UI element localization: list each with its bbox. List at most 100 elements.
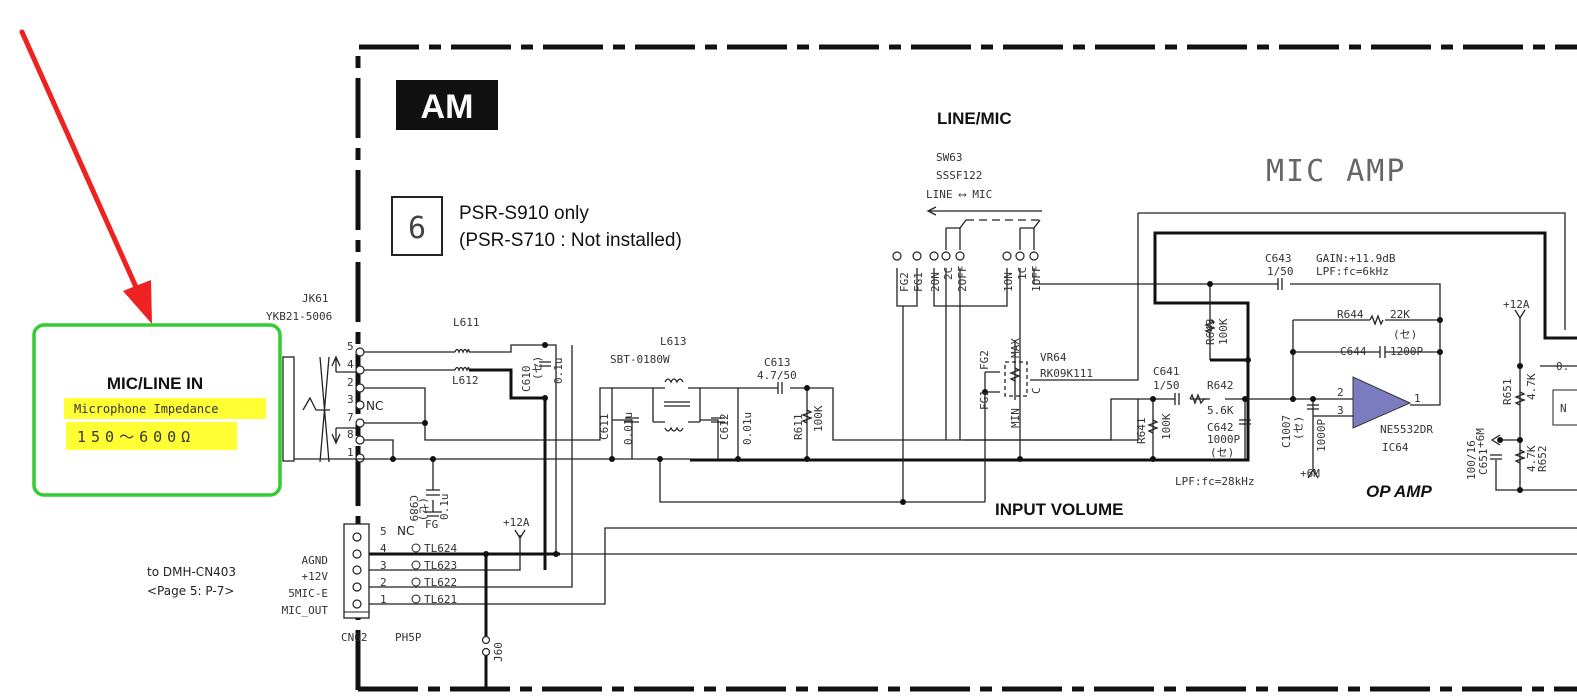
label-components-op_amp: OP AMP: [1366, 482, 1432, 501]
impedance-value-highlight: [66, 422, 237, 450]
label-connector-pins-2-tp: TL623: [424, 559, 457, 572]
label-components-c644_tag: (セ): [1393, 328, 1417, 341]
label-components-ic64_part: NE5532DR: [1380, 423, 1433, 436]
label-connector-ref: CN62: [341, 631, 368, 644]
label-components-c610: C610: [520, 366, 533, 393]
label-components-ic_pin2: 2: [1337, 386, 1344, 399]
label-components-r651: R651: [1501, 379, 1514, 406]
label-components-sw_pins-3: 2C: [942, 267, 955, 280]
label-connector-pins-1-num: 4: [380, 542, 387, 555]
label-connector-pins-0-tp: NC: [397, 524, 414, 538]
label-components-r643_val: 100K: [1217, 318, 1230, 345]
label-components-edge_n: N: [1560, 402, 1567, 415]
label-components-r641: R641: [1135, 418, 1148, 445]
annotation-title: MIC/LINE IN: [107, 374, 203, 393]
label-connector-pins-0-num: 5: [380, 525, 387, 538]
label-components-sw_pins-6: 1C: [1016, 267, 1029, 280]
note-line1: PSR-S910 only: [459, 203, 589, 224]
label-components-r644_val: 22K: [1390, 308, 1410, 321]
label-connector-dest_line2: <Page 5: P-7>: [147, 584, 234, 598]
label-components-c643: C643: [1265, 252, 1292, 265]
label-components-input_volume: INPUT VOLUME: [995, 500, 1123, 519]
label-jack-pins-6: 1: [347, 446, 354, 459]
label-components-sw_pins-7: 1OFF: [1030, 266, 1043, 293]
component-labels: L611 L612 L613 SBT-0180W C613 4.7/50 C61…: [407, 151, 1577, 531]
note-number: 6: [408, 211, 426, 246]
note-number-box: [391, 196, 443, 256]
label-components-gain: GAIN:+11.9dB: [1316, 252, 1396, 265]
label-connector-pins-2-num: 3: [380, 559, 387, 572]
junction-dots: [390, 281, 1523, 557]
label-components-c1007_tag: (セ): [1292, 416, 1305, 440]
label-components-r651_val: 4.7K: [1525, 373, 1538, 400]
label-connector-pins-4-num: 1: [380, 593, 387, 606]
label-components-fg: FG: [425, 518, 438, 531]
label-components-c611_val: 0.01u: [622, 412, 635, 445]
impedance-value: 150〜600Ω: [77, 428, 195, 446]
label-connector-pins-3-tp: TL622: [424, 576, 457, 589]
label-components-ic64: IC64: [1382, 441, 1409, 454]
label-components-r652_val: 4.7K: [1525, 445, 1538, 472]
label-components-c989_tag: (セ): [417, 497, 430, 521]
inductors: [454, 348, 700, 432]
label-components-c644_val: 1200P: [1390, 345, 1423, 358]
opamp-ic64: [1352, 376, 1412, 429]
label-components-sw_pins-0: FG2: [898, 272, 911, 292]
label-components-p12a_right: +12A: [1503, 298, 1530, 311]
resistors: [801, 314, 1526, 464]
label-components-c611: C611: [598, 414, 611, 441]
switch-sw63: [892, 206, 1042, 261]
label-components-sw_pins-4: 2OFF: [956, 266, 969, 293]
label-components-p6m_a: +6M: [1300, 467, 1320, 480]
label-components-vr_min: MIN: [1009, 408, 1022, 428]
section-frame: [355, 44, 1577, 692]
label-components-sw63_dir: LINE ⟷ MIC: [926, 188, 992, 201]
label-connector-part: PH5P: [395, 631, 422, 644]
label-components-l612: L612: [452, 374, 479, 387]
label-components-r652: R652: [1536, 446, 1549, 473]
label-components-r642: R642: [1207, 379, 1234, 392]
block-title: MIC AMP: [1266, 154, 1406, 189]
jack-ref: JK61: [302, 292, 329, 305]
label-components-c651_val: 100/16: [1465, 440, 1478, 480]
label-components-c613: C613: [764, 356, 791, 369]
label-components-r641_val: 100K: [1160, 413, 1173, 440]
label-connector-pins-4-signal: MIC_OUT: [282, 604, 329, 617]
label-components-l613: L613: [660, 335, 687, 348]
label-components-sw_pins-1: FG1: [912, 272, 925, 292]
label-jack-pins-2: 2: [347, 376, 354, 389]
power-symbols: [514, 309, 1526, 540]
label-components-c989_val: 0.1u: [438, 494, 451, 521]
label-connector-pins-2-signal: +12V: [302, 570, 329, 583]
label-components-c610_tag: (セ): [531, 356, 544, 380]
label-components-l611: L611: [453, 316, 480, 329]
section-badge: [396, 80, 498, 130]
label-components-c989: C989: [407, 495, 420, 522]
label-components-r611_val: 100K: [812, 405, 825, 432]
section-badge-text: AM: [421, 88, 474, 126]
label-components-lpf28: LPF:fc=28kHz: [1175, 475, 1254, 488]
label-connector-pins-3-signal: 5MIC-E: [288, 587, 328, 600]
impedance-label-highlight: [64, 398, 266, 419]
label-components-edge_0: 0.: [1556, 360, 1569, 373]
label-components-c1007_val: 1000P: [1315, 419, 1328, 452]
label-components-l613_part: SBT-0180W: [610, 353, 670, 366]
label-jack-pins-0: 5: [347, 340, 354, 353]
jack-jk61: [282, 355, 357, 463]
label-connector-pins-1-signal: AGND: [302, 554, 329, 567]
label-components-vr_fg2: FG2: [978, 350, 991, 370]
wires: [294, 212, 1577, 690]
label-connector-pins-3-num: 2: [380, 576, 387, 589]
capacitors: [424, 278, 1502, 517]
label-components-ic_pin1: 1: [1414, 392, 1421, 405]
label-components-vr_c: C: [1030, 387, 1043, 394]
label-components-r611: R611: [792, 414, 805, 441]
label-components-c612_val: 0.01u: [741, 412, 754, 445]
label-components-vr_max: MAX: [1009, 338, 1022, 358]
label-components-c641_val: 1/50: [1153, 379, 1180, 392]
label-components-r643: R643: [1204, 319, 1217, 346]
label-components-lpf6: LPF:fc=6kHz: [1316, 265, 1389, 278]
label-components-c642_tag: (セ): [1210, 446, 1234, 459]
